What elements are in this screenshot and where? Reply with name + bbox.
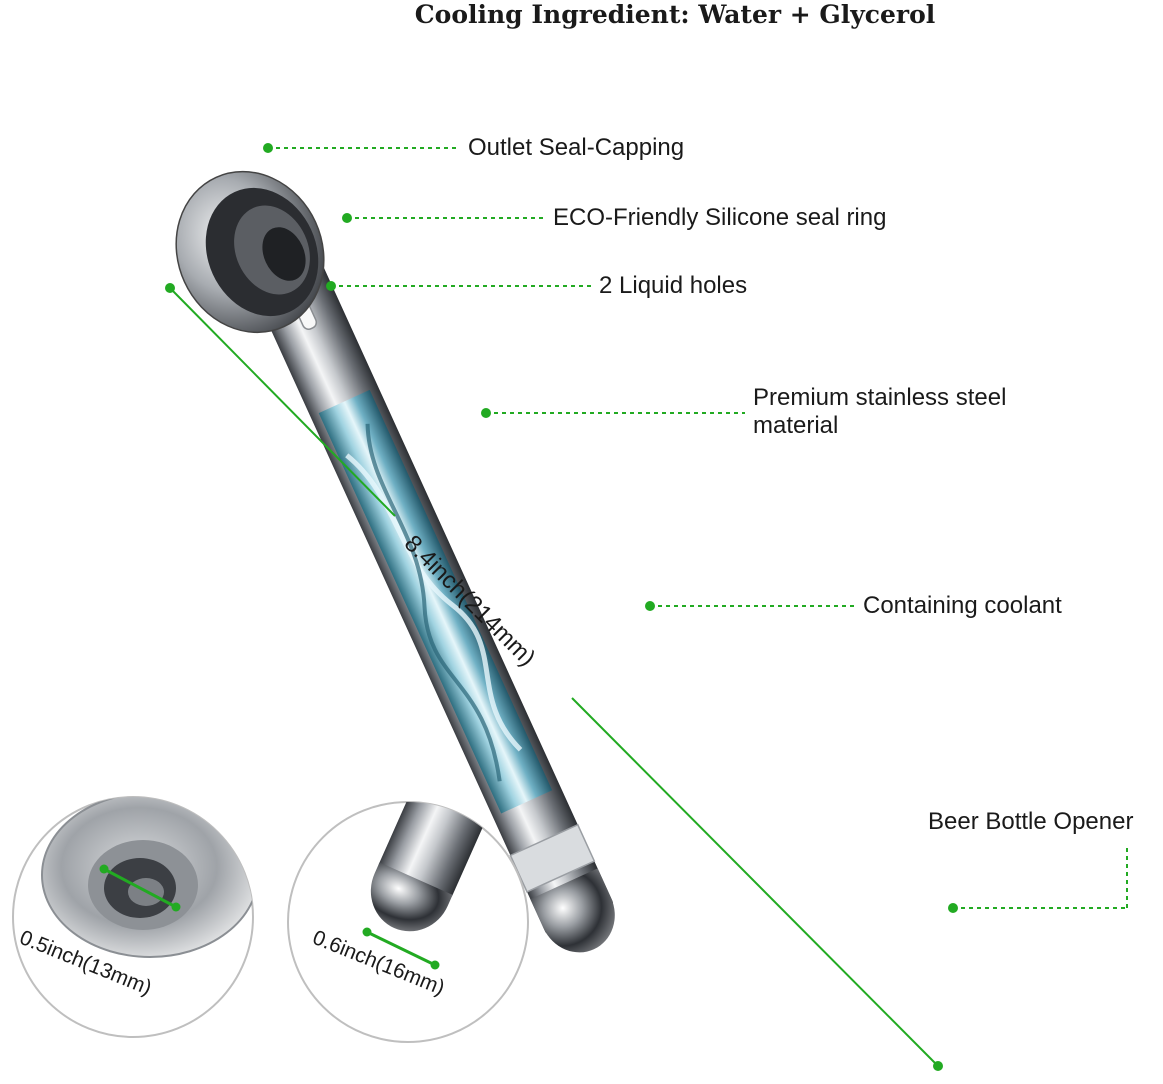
tip-detail-circle <box>287 801 529 1043</box>
outlet-detail-circle <box>12 796 254 1038</box>
label-outlet-seal-capping: Outlet Seal-Capping <box>468 134 685 161</box>
diagram-title: Cooling Ingredient: Water + Glycerol <box>414 0 936 29</box>
rounded-tip <box>530 868 615 953</box>
leader-dots <box>263 143 958 913</box>
label-containing-coolant: Containing coolant <box>863 592 1062 619</box>
cooling-stick <box>249 242 615 953</box>
length-line-bottom <box>571 697 939 1067</box>
label-beer-bottle-opener: Beer Bottle Opener <box>928 808 1134 835</box>
label-silicone-seal-ring: ECO-Friendly Silicone seal ring <box>553 204 887 231</box>
leader-lines <box>268 147 1128 909</box>
label-stainless-steel: Premium stainless steel material <box>753 384 1007 439</box>
coolant-window <box>318 389 553 814</box>
length-line-top <box>169 287 396 517</box>
outlet-cap <box>175 170 325 334</box>
label-liquid-holes: 2 Liquid holes <box>599 272 748 299</box>
